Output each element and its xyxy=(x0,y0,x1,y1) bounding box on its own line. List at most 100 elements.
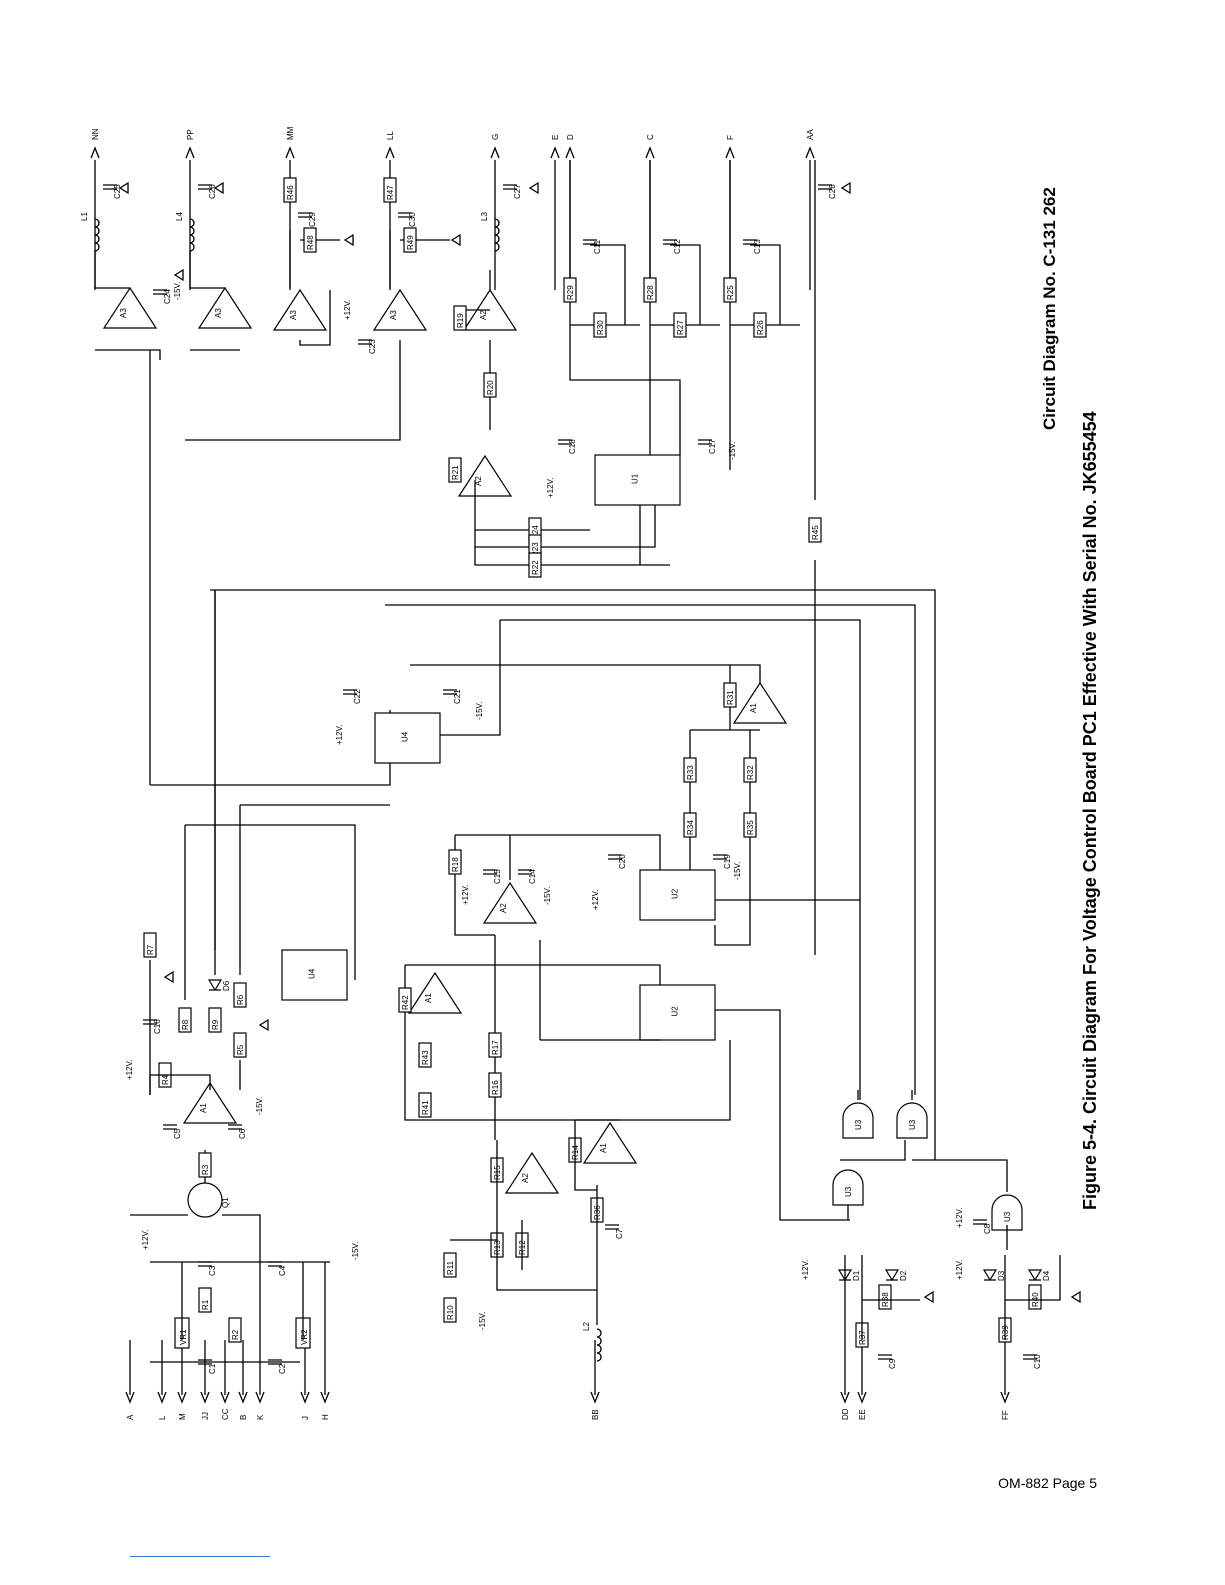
supply-minus15-a3: -15V. xyxy=(173,282,182,300)
wire xyxy=(496,1120,598,1325)
supply-minus15-a1: -15V. xyxy=(255,1097,264,1115)
resistor-r9 xyxy=(208,1007,222,1033)
opamp-a1-right-label: A1 xyxy=(749,703,758,713)
switch-u4-bottom-label: U4 xyxy=(308,968,317,979)
capacitor-label-c24: C24 xyxy=(163,289,172,304)
terminal-h: H xyxy=(321,1414,330,1420)
resistor-r30 xyxy=(593,312,607,338)
terminal-arrow-j xyxy=(300,1391,310,1404)
gate-u3-c-label: U3 xyxy=(844,1186,853,1197)
opamp-a3-ll-label: A3 xyxy=(389,310,398,320)
wire xyxy=(714,870,860,1221)
capacitor-label-c20: C20 xyxy=(618,854,627,869)
resistor-r48 xyxy=(303,227,317,253)
capacitor-c6 xyxy=(228,1124,242,1130)
resistor-label-r31: R31 xyxy=(726,690,735,705)
resistor-r45 xyxy=(808,517,822,543)
capacitor-c8 xyxy=(973,1219,987,1225)
resistor-label-r10: R10 xyxy=(446,1305,455,1320)
wire xyxy=(840,1090,1008,1250)
gate-u3-a xyxy=(842,1102,874,1139)
terminal-arrow-ll xyxy=(385,146,395,159)
resistor-label-r33: R33 xyxy=(686,765,695,780)
resistor-label-r19: R19 xyxy=(456,313,465,328)
wire xyxy=(455,270,491,430)
resistor-r31 xyxy=(723,682,737,708)
capacitor-c5 xyxy=(163,1124,177,1130)
resistor-r25 xyxy=(723,277,737,303)
resistor-label-r9: R9 xyxy=(211,1019,220,1030)
wire xyxy=(210,589,936,1160)
opamp-a1-lower xyxy=(582,1121,638,1164)
capacitor-c1 xyxy=(198,1359,212,1365)
switch-u2-lower-label: U2 xyxy=(671,1006,680,1017)
resistor-r10 xyxy=(443,1297,457,1323)
resistor-label-r45: R45 xyxy=(811,525,820,540)
page-divider xyxy=(130,1556,270,1557)
wire xyxy=(150,1261,330,1363)
opamp-a2-g-label: A2 xyxy=(479,310,488,320)
resistor-label-r22: R22 xyxy=(531,560,540,575)
capacitor-label-c13: C13 xyxy=(753,239,762,254)
terminal-arrow-cc xyxy=(220,1391,230,1404)
resistor-label-r8: R8 xyxy=(181,1019,190,1030)
resistor-r7 xyxy=(143,932,157,958)
resistor-r20 xyxy=(483,372,497,398)
opamp-a2-center xyxy=(482,881,538,924)
supply-plus12-u4: +12V. xyxy=(335,725,344,745)
supply-plus12-u2: +12V. xyxy=(591,890,600,910)
capacitor-label-c1: C1 xyxy=(208,1363,217,1374)
resistor-r21 xyxy=(448,457,462,483)
capacitor-c27 xyxy=(503,184,517,190)
opamp-a1-input xyxy=(182,1081,238,1124)
terminal-arrow-nn xyxy=(90,146,100,159)
capacitor-label-c21: C21 xyxy=(453,689,462,704)
capacitor-label-c10: C10 xyxy=(1033,1354,1042,1369)
resistor-r17 xyxy=(488,1032,502,1058)
resistor-label-r5: R5 xyxy=(236,1044,245,1055)
terminal-arrow-d xyxy=(565,146,575,159)
supply-plus12-a2: +12V. xyxy=(461,885,470,905)
terminal-jj: JJ xyxy=(201,1412,210,1420)
capacitor-c22 xyxy=(343,689,357,695)
capacitor-label-c7: C7 xyxy=(615,1228,624,1239)
resistor-r40 xyxy=(1028,1284,1042,1310)
supply-plus12-a3: +12V. xyxy=(343,300,352,320)
gate-u3-a-label: U3 xyxy=(854,1119,863,1130)
capacitor-c12 xyxy=(663,239,677,245)
capacitor-label-c16: C16 xyxy=(153,1019,162,1034)
terminal-b: B xyxy=(239,1415,248,1420)
diode-d3 xyxy=(982,1269,998,1282)
inductor-l4 xyxy=(189,218,195,252)
resistor-r41 xyxy=(418,1092,432,1118)
capacitor-c21 xyxy=(443,689,457,695)
switch-u4-top xyxy=(374,712,441,764)
supply-minus15-u1: -15V. xyxy=(728,442,737,460)
page-footer: OM-882 Page 5 xyxy=(998,1475,1097,1491)
ground-symbol xyxy=(118,181,129,195)
resistor-label-r6: R6 xyxy=(236,994,245,1005)
regulator-vr1-label: VR1 xyxy=(179,1329,188,1345)
resistor-label-r35: R35 xyxy=(746,820,755,835)
resistor-r43 xyxy=(418,1042,432,1068)
diode-label-d3: D3 xyxy=(997,1270,1006,1281)
resistor-label-r23: R23 xyxy=(531,542,540,557)
terminal-arrow-b xyxy=(238,1391,248,1404)
wire xyxy=(150,590,391,980)
resistor-label-r46: R46 xyxy=(286,185,295,200)
opamp-a3-nn xyxy=(102,286,158,329)
terminal-bb: BB xyxy=(591,1409,600,1420)
terminal-arrow-l xyxy=(157,1391,167,1404)
resistor-r33 xyxy=(683,757,697,783)
figure-caption: Figure 5-4. Circuit Diagram For Voltage … xyxy=(1080,411,1100,1210)
capacitor-label-c28: C28 xyxy=(828,184,837,199)
capacitor-c10 xyxy=(1023,1354,1037,1360)
terminal-arrow-pp xyxy=(185,146,195,159)
supply-plus12-u3: +12V. xyxy=(955,1208,964,1228)
ground-symbol xyxy=(840,181,851,195)
capacitor-c30 xyxy=(398,212,412,218)
capacitor-c18 xyxy=(558,439,572,445)
capacitor-c26 xyxy=(198,184,212,190)
ground-symbol xyxy=(528,181,539,195)
